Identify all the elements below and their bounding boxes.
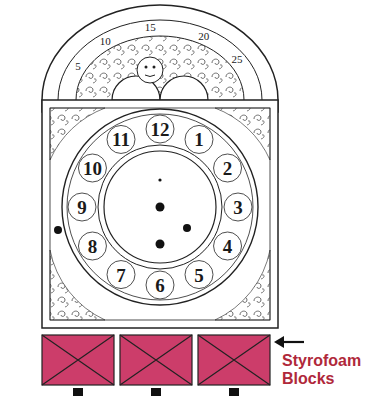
- hour-numeral: 2: [223, 159, 233, 178]
- moon-scene: [76, 36, 244, 100]
- dial-center: [104, 151, 216, 263]
- arrow-head: [274, 336, 284, 348]
- chapter-ring-outer: [62, 109, 258, 305]
- moon-dial-number: 25: [232, 54, 243, 65]
- chapter-ring-line: [67, 114, 253, 300]
- numeral-cartouche: [107, 261, 135, 289]
- winding-hole: [54, 226, 62, 234]
- moon-dial-number: 20: [198, 30, 209, 41]
- plate-border: [50, 108, 270, 320]
- hour-numeral: 8: [88, 237, 98, 256]
- moon-ring-inner: [76, 36, 244, 100]
- moon-hemisphere: [160, 76, 208, 100]
- hour-numeral: 1: [194, 130, 204, 149]
- hour-numeral: 6: [155, 276, 165, 295]
- corner-scrollwork: [50, 108, 270, 320]
- hour-numeral: 3: [233, 198, 243, 217]
- numeral-cartouche: [214, 232, 242, 260]
- callout-label: Styrofoam Blocks: [282, 352, 362, 389]
- numeral-cartouche: [68, 193, 96, 221]
- moon-eye: [153, 66, 156, 69]
- hour-numeral: 11: [112, 130, 130, 149]
- moon-dial-number: 10: [100, 35, 111, 46]
- numeral-cartouche: [78, 154, 106, 182]
- winding-hole: [156, 240, 165, 249]
- hour-numeral: 7: [116, 265, 126, 284]
- numeral-cartouche: [146, 115, 174, 143]
- winding-hole: [183, 224, 191, 232]
- hour-numeral: 4: [223, 237, 233, 256]
- block-tabs: [73, 388, 239, 396]
- hand-shaft-hole: [156, 203, 165, 212]
- arch-top: [42, 5, 278, 112]
- moon-ring-outer: [58, 20, 262, 100]
- hour-numeral: 5: [194, 265, 204, 284]
- chapter-ring-line: [98, 145, 222, 269]
- hole: [158, 178, 161, 181]
- hour-numeral: 12: [151, 120, 170, 139]
- numeral-cartouches: [68, 115, 252, 299]
- moon-face: [137, 57, 163, 83]
- numeral-cartouche: [185, 261, 213, 289]
- moon-dial-number: 5: [75, 60, 81, 71]
- hour-numeral: 10: [83, 159, 102, 178]
- styrofoam-blocks: [42, 335, 270, 385]
- hour-numeral: 9: [77, 198, 87, 217]
- numeral-cartouche: [224, 193, 252, 221]
- numeral-cartouche: [78, 232, 106, 260]
- numeral-cartouche: [214, 154, 242, 182]
- numeral-cartouche: [107, 125, 135, 153]
- moon-mouth: [145, 75, 155, 77]
- numeral-cartouche: [185, 125, 213, 153]
- moon-eye: [145, 66, 148, 69]
- moon-dial-number: 15: [145, 22, 156, 33]
- numeral-cartouche: [146, 271, 174, 299]
- dial-plate: [42, 100, 278, 328]
